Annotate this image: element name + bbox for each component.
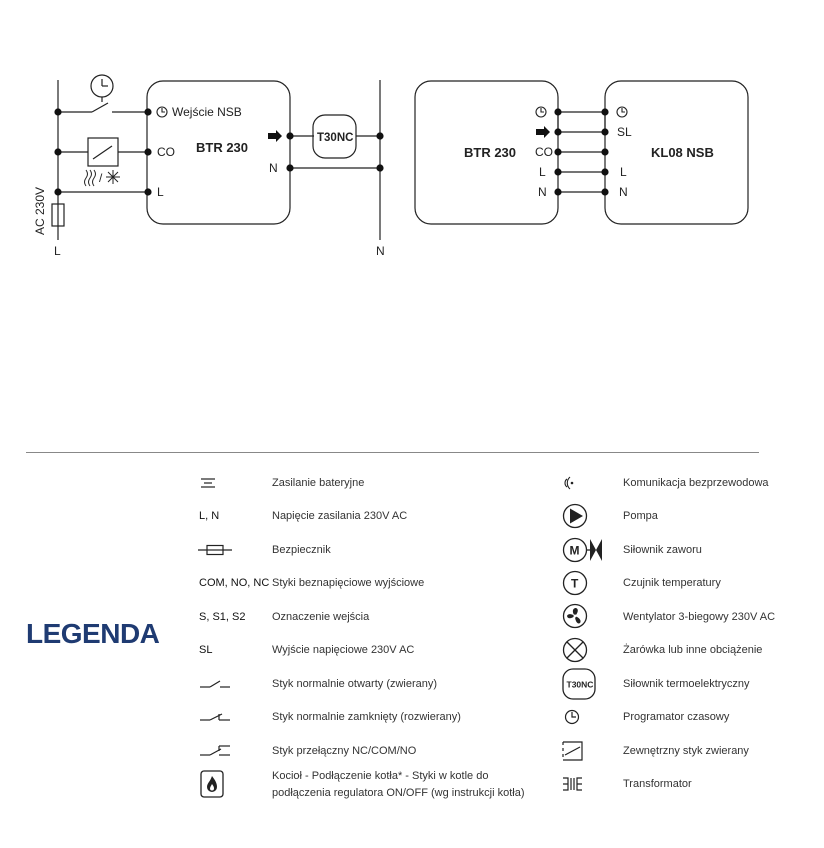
device-b-label: KL08 NSB: [651, 145, 714, 160]
legend-desc-battery: Zasilanie bateryjne: [272, 477, 365, 489]
svg-text:T: T: [571, 577, 579, 591]
nc-contact-icon: [198, 708, 232, 726]
supply-ln-text: L, N: [199, 510, 220, 522]
legend-desc-nc: Styk normalnie zamknięty (rozwierany): [272, 711, 461, 723]
legend-desc-lamp: Żarówka lub inne obciążenie: [623, 644, 763, 656]
timer-switch: [91, 102, 109, 113]
bottom-l-label: L: [54, 244, 61, 258]
legend-desc-fan: Wentylator 3-biegowy 230V AC: [623, 611, 776, 623]
n-label-right-a: N: [538, 185, 547, 199]
output-arrow-icon-right: [536, 126, 550, 138]
thermo-actuator-icon: T30NC: [562, 668, 596, 700]
fan-icon: [562, 603, 588, 629]
legend-desc-external: Zewnętrzny styk zwierany: [623, 745, 749, 757]
transformer-icon: [562, 776, 584, 792]
legend-desc-sl: Wyjście napięciowe 230V AC: [272, 644, 415, 656]
sl-label: SL: [617, 125, 632, 139]
timer-mini-icon-b: [616, 106, 628, 118]
legend-desc-fuse: Bezpiecznik: [272, 544, 331, 556]
co-label-left: CO: [157, 145, 175, 159]
legend-divider: [26, 452, 759, 453]
legend-desc-changeover: Styk przełączny NC/COM/NO: [272, 745, 417, 757]
actuator-label: T30NC: [317, 132, 353, 144]
heat-cool-icon: [84, 169, 120, 187]
t30nc-actuator: [312, 114, 357, 159]
timer-mini-icon: [156, 106, 168, 118]
bottom-n-label: N: [376, 244, 385, 258]
svg-text:M: M: [570, 544, 580, 558]
changeover-contact-icon: [198, 742, 232, 760]
wireless-icon: [560, 474, 576, 492]
legend-desc-timer: Programator czasowy: [623, 711, 730, 723]
supply-label: AC 230V: [33, 187, 47, 235]
legend-desc-no: Styk normalnie otwarty (zwierany): [272, 678, 438, 690]
legend-desc-contacts: Styki beznapięciowe wyjściowe: [272, 577, 425, 589]
output-arrow-icon: [268, 130, 282, 142]
legend-desc-pump: Pompa: [623, 510, 658, 522]
legend-desc-supply: Napięcie zasilania 230V AC: [272, 510, 408, 522]
contacts-text: COM, NO, NC: [199, 577, 270, 589]
legend-desc-boiler-2: podłączenia regulatora ON/OFF (wg instru…: [272, 787, 525, 799]
co-label-right: CO: [535, 145, 553, 159]
legend-desc-wireless: Komunikacja bezprzewodowa: [623, 477, 769, 489]
heat-cool-slash: /: [99, 171, 103, 185]
pump-icon: [562, 503, 588, 529]
lamp-icon: [562, 637, 588, 663]
sl-text: SL: [199, 644, 213, 656]
fuse-diagram: [51, 203, 65, 227]
thermo-actuator-text: T30NC: [567, 680, 594, 690]
n-label-right-b: N: [619, 185, 628, 199]
battery-supply-icon: [198, 474, 218, 492]
legend-desc-transformer: Transformator: [623, 778, 692, 790]
legend-desc-inputs: Oznaczenie wejścia: [272, 611, 370, 623]
legend-desc-temp: Czujnik temperatury: [623, 577, 721, 589]
l-label-left: L: [157, 185, 164, 199]
fuse-icon: [198, 541, 232, 559]
l-label-right-b: L: [620, 165, 627, 179]
l-label-right-a: L: [539, 165, 546, 179]
timer-input-label: Wejście NSB: [172, 105, 242, 119]
legend-desc-boiler: Kocioł - Podłączenie kotła* - Styki w ko…: [272, 770, 489, 782]
legend-desc-thermo: Siłownik termoelektryczny: [623, 678, 750, 690]
timer-icon: [563, 708, 581, 726]
device-a-label: BTR 230: [464, 145, 516, 160]
device-label-left: BTR 230: [196, 140, 248, 155]
wiring-diagram: Wejście NSB CO L N BTR 230 T30NC / AC 23…: [33, 74, 749, 258]
boiler-icon: [200, 770, 224, 798]
timer-mini-icon-a: [535, 106, 547, 118]
legend-title: LEGENDA: [26, 618, 160, 649]
temperature-sensor-icon: T: [562, 570, 588, 596]
external-contact-icon: [562, 740, 584, 762]
valve-actuator-icon: M: [562, 537, 604, 563]
no-contact-icon: [198, 675, 232, 693]
inputs-text: S, S1, S2: [199, 611, 246, 623]
n-label-left: N: [269, 161, 278, 175]
legend-desc-valve: Siłownik zaworu: [623, 544, 702, 556]
